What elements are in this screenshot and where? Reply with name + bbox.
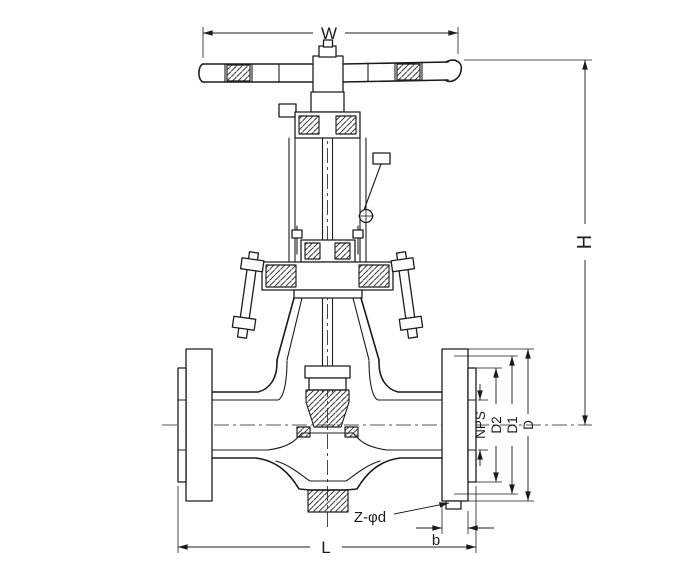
bonnet-hatch-left: [265, 264, 297, 288]
left-flange: [177, 348, 213, 502]
gland-bolt-nut-left: [291, 229, 303, 239]
handwheel-rim-curl: [444, 59, 463, 83]
dimension-d: D: [468, 348, 536, 502]
seat-ring-left: [296, 426, 311, 438]
body-bottom-outline: [211, 457, 443, 491]
seat-ring-right: [344, 426, 359, 438]
label-h: H: [574, 235, 596, 249]
dimension-l: L: [177, 486, 477, 557]
right-flange-plate: [441, 348, 469, 502]
packing-hatch-right: [334, 242, 351, 260]
dimension-d2: D2: [476, 367, 504, 483]
right-raised-face: [467, 367, 477, 483]
bottom-boss: [307, 489, 349, 513]
packing-hatch-left: [304, 242, 321, 260]
dimension-nps: NPS: [473, 384, 488, 466]
bore-top-left: [177, 360, 288, 401]
lever-bracket: [372, 152, 391, 165]
bonnet-bolt-right: [390, 251, 424, 339]
yoke-head-hatch-left: [298, 115, 320, 135]
dimension-w: W: [202, 24, 459, 58]
dimension-h: H: [464, 59, 596, 425]
stem-top-nut-cap: [322, 39, 334, 48]
label-z-phi-d: Z-φd: [354, 509, 386, 526]
stem-nut-housing: [310, 91, 345, 113]
bonnet-bolt-left: [231, 251, 265, 339]
gland-bolt-nut-right: [352, 229, 364, 239]
label-d: D: [521, 420, 536, 430]
label-b: b: [432, 532, 440, 549]
left-flange-plate: [185, 348, 213, 502]
neck-outer-left: [276, 297, 295, 361]
bonnet-hatch-right: [358, 264, 390, 288]
handwheel-hub: [312, 55, 344, 95]
valve-disc: [305, 389, 350, 428]
stem-top-nut: [318, 45, 337, 58]
body-shoulder-left: [211, 359, 278, 393]
handwheel-grip-hatch-left: [226, 64, 251, 82]
label-l: L: [321, 538, 330, 557]
label-d2: D2: [489, 416, 504, 433]
yoke-head-hatch-right: [335, 115, 357, 135]
flange-bolt-hole-section: [445, 500, 462, 510]
body-shoulder-right: [378, 359, 443, 393]
label-w: W: [321, 24, 337, 43]
valve-body: [177, 297, 477, 513]
bonnet-gasket: [293, 289, 363, 299]
handwheel-grip-hatch-right: [396, 63, 421, 81]
yoke-side-boss: [278, 103, 297, 118]
neck-inner-right: [352, 297, 370, 361]
yoke-and-bonnet: [261, 91, 394, 299]
stem-collar-upper: [304, 365, 351, 379]
label-d1: D1: [505, 416, 520, 433]
seat-partition: [267, 432, 388, 451]
dimension-b: b: [416, 503, 494, 549]
neck-inner-left: [286, 297, 303, 361]
handwheel: [198, 39, 463, 95]
neck-outer-right: [360, 297, 380, 361]
label-nps: NPS: [473, 411, 488, 439]
left-raised-face: [177, 367, 187, 483]
dimension-d1: D1: [454, 355, 520, 495]
body-inner-bottom: [275, 460, 381, 482]
side-lever: [358, 152, 391, 224]
right-flange: [441, 348, 477, 510]
bore-top-right: [368, 360, 477, 401]
stem-collar-lower: [308, 377, 347, 391]
bolt-holes-callout: Z-φd: [354, 502, 450, 526]
